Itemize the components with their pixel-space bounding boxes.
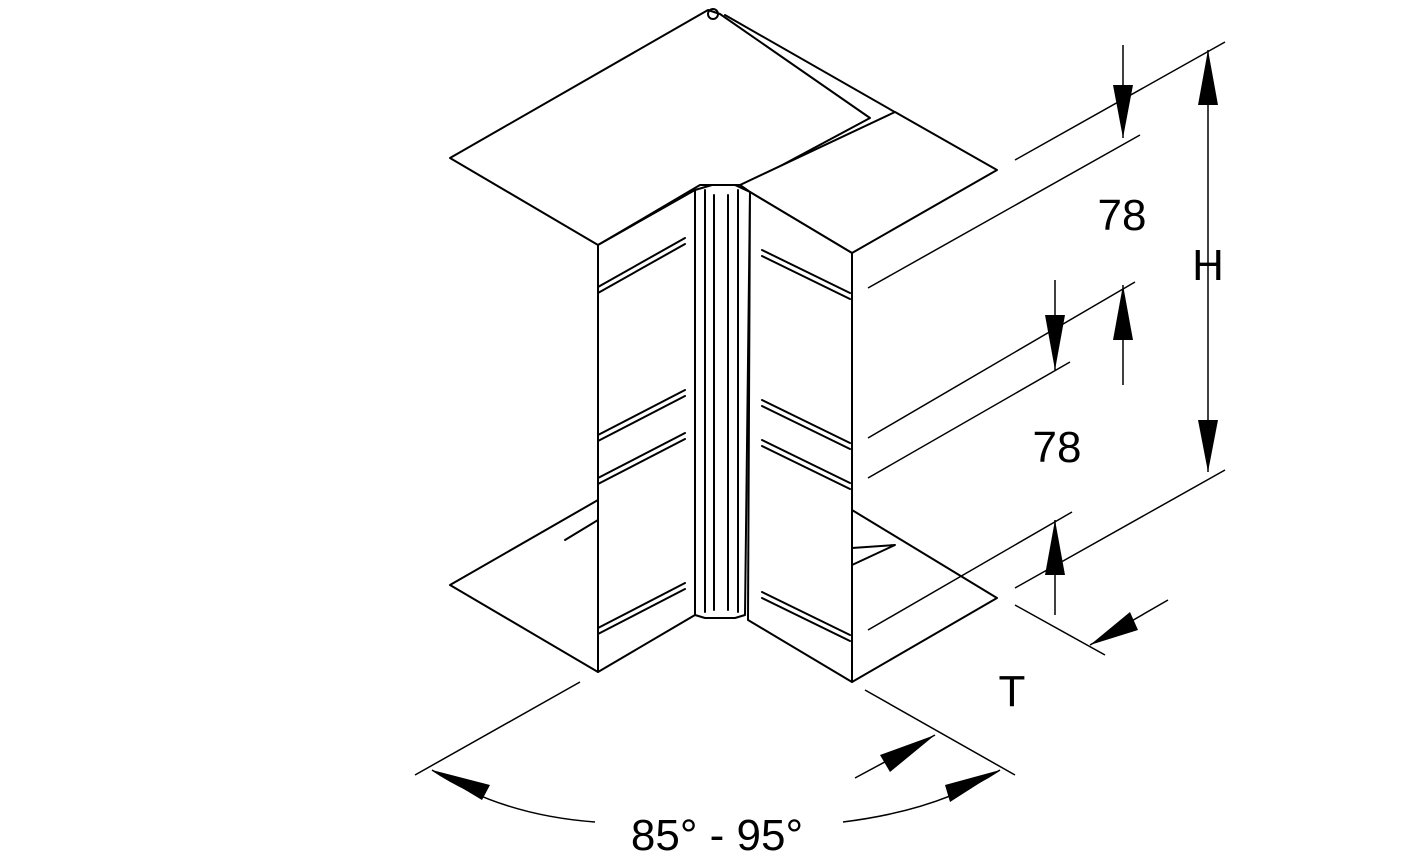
right-wall <box>747 191 853 683</box>
top-cover <box>449 8 998 254</box>
dimension-label-top-78: 78 <box>1098 191 1147 240</box>
dimension-label-height: H <box>1192 241 1224 290</box>
center-channel <box>694 184 751 619</box>
dimension-arrows <box>432 50 1218 802</box>
left-wall <box>597 189 696 673</box>
dimension-label-depth: T <box>999 667 1026 716</box>
angle-range-label: 85° - 95° <box>631 811 803 860</box>
dimension-label-lower-78: 78 <box>1033 423 1082 472</box>
bottom-plate <box>449 499 998 683</box>
